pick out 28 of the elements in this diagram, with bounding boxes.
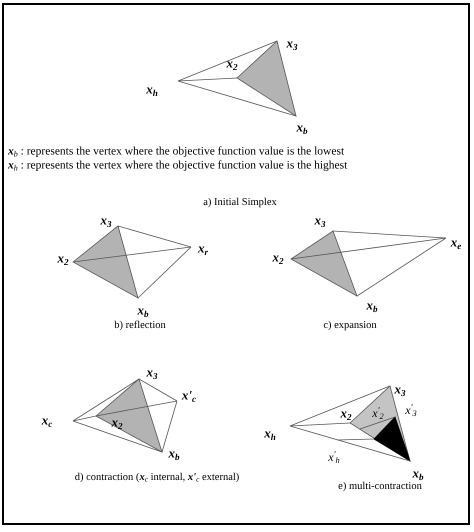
vertex-label: x$_{b}$ xyxy=(137,304,149,316)
vertex-label: x$_{b}$ xyxy=(366,298,378,312)
panel-caption: b) reflection xyxy=(114,320,166,332)
note-text: x$_{b}$ : represents the vertex where the objective function value is the lowest xyxy=(8,146,344,158)
vertex-label: x$_{h}$ xyxy=(264,426,276,440)
vertex-label: x$_{b}$ xyxy=(412,466,424,480)
vertex-label: x$_{3}$ xyxy=(394,382,406,396)
vertex-label: x$_{2}$ xyxy=(272,250,284,264)
panel-caption: e) multi-contraction xyxy=(338,482,422,492)
vertex-label: x$_{2}$ xyxy=(57,252,69,264)
vertex-label: x$_{2}$ xyxy=(111,416,123,428)
panel-caption: d) contraction (x$_{c}$ internal, x'$_{c}$ external) xyxy=(74,472,240,484)
vertex-label: x$_{r}$ xyxy=(198,242,208,254)
vertex-label: x$_{b}$ xyxy=(168,446,180,460)
panel-caption: a) Initial Simplex xyxy=(203,198,277,208)
panel-caption: c) expansion xyxy=(323,320,377,332)
vertex-label: x$_{e}$ xyxy=(450,236,462,248)
vertex-label: x$_{b}$ xyxy=(296,120,308,134)
vertex-label: x$_{3}$ xyxy=(146,366,158,378)
vertex-label: x$_{h}$ xyxy=(146,82,158,96)
vertex-label: x$_{3}$ xyxy=(100,214,112,226)
note-text: x$_{h}$ : represents the vertex where the objective function value is the highest xyxy=(8,160,348,172)
vertex-label: x$_{2}$ xyxy=(340,406,352,420)
vertex-label: x$_{c}$ xyxy=(42,414,52,426)
vertex-label: x$_{3}$ xyxy=(286,36,298,50)
vertex-label: x'$_{c}$ xyxy=(182,388,196,402)
vertex-label: x$_{2}$ xyxy=(226,56,238,70)
vertex-label: x$_{3}$ xyxy=(314,214,326,226)
